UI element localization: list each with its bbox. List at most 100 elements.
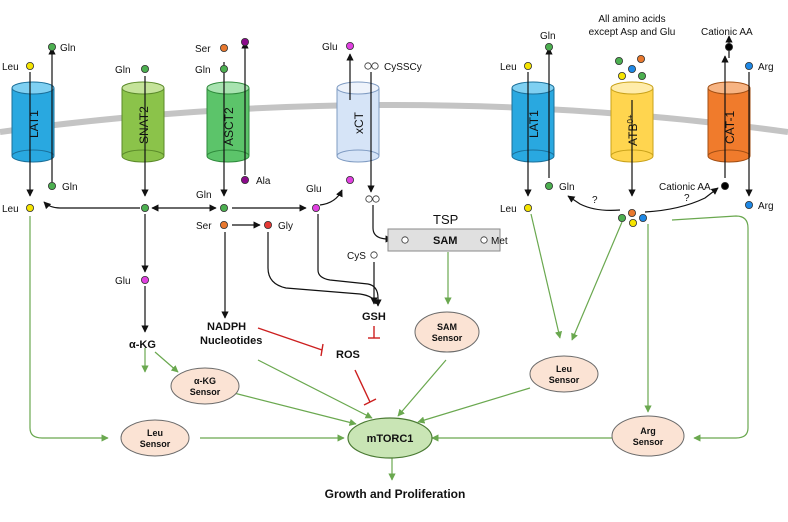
atb0-label: ATB0+ <box>626 114 640 146</box>
cys-dot <box>370 251 378 259</box>
sam-sensor: SAM Sensor <box>414 311 480 353</box>
arg-sensor: Arg Sensor <box>611 415 685 457</box>
cyssscy-dot <box>372 195 380 203</box>
cyssscy-dot <box>364 62 372 70</box>
asct2-transporter: ASCT2 <box>206 81 250 163</box>
label-cationic-aa: Cationic AA <box>701 27 753 38</box>
label-ser: Ser <box>196 221 212 232</box>
leu-sensor-left: Leu Sensor <box>120 419 190 457</box>
label-cationic-aa: Cationic AA <box>659 182 711 193</box>
tsp-dot <box>401 236 409 244</box>
asct2-label: ASCT2 <box>222 107 236 146</box>
cationic-aa-dot <box>721 181 730 190</box>
label-gln: Gln <box>115 65 131 76</box>
lat1-right-transporter: LAT1 <box>511 81 555 163</box>
glu-dot <box>311 203 320 212</box>
gln-dot <box>48 43 57 52</box>
amino-acid-dot <box>628 65 637 74</box>
glu-dot <box>345 175 354 184</box>
label-ros: ROS <box>336 349 360 361</box>
label-sam: SAM <box>433 235 457 247</box>
gln-dot <box>545 181 554 190</box>
label-gln: Gln <box>60 43 76 54</box>
svg-text:Sensor: Sensor <box>549 375 580 385</box>
met-dot <box>480 236 488 244</box>
gln-dot <box>140 203 149 212</box>
label-nucleotides: Nucleotides <box>200 335 262 347</box>
leu-dot <box>524 62 533 71</box>
label-leu: Leu <box>500 62 517 73</box>
mtorc1-complex: mTORC1 <box>347 417 433 459</box>
label-except-asp-glu: except Asp and Glu <box>589 27 676 38</box>
label-nadph: NADPH <box>207 321 246 333</box>
gln-dot <box>140 65 149 74</box>
svg-text:Leu: Leu <box>147 428 163 438</box>
ala-dot <box>240 38 249 47</box>
lat1-left-label: LAT1 <box>27 110 41 138</box>
svg-text:Sensor: Sensor <box>190 387 221 397</box>
label-ala: Ala <box>256 176 271 187</box>
label-gln: Gln <box>559 182 575 193</box>
label-ser: Ser <box>195 44 211 55</box>
cyssscy-dot <box>371 62 379 70</box>
label-question: ? <box>592 195 598 206</box>
svg-text:Sensor: Sensor <box>432 333 463 343</box>
snat2-label: SNAT2 <box>137 106 151 144</box>
label-leu: Leu <box>2 204 19 215</box>
leu-sensor-right: Leu Sensor <box>529 355 599 393</box>
amino-acid-dot <box>639 213 648 222</box>
svg-text:Leu: Leu <box>556 364 572 374</box>
amino-acid-dot <box>638 72 647 81</box>
gly-dot <box>263 220 272 229</box>
glu-dot <box>345 42 354 51</box>
amino-acid-dot <box>637 55 646 64</box>
leu-dot <box>524 203 533 212</box>
gln-dot <box>219 203 228 212</box>
xct-label: xCT <box>352 111 366 134</box>
amino-acid-dot <box>618 72 627 81</box>
gln-dot <box>48 181 57 190</box>
svg-text:Arg: Arg <box>640 426 656 436</box>
cat1-label: CAT-1 <box>723 111 737 144</box>
label-gln: Gln <box>196 190 212 201</box>
label-glu: Glu <box>306 184 322 195</box>
leu-dot <box>25 62 34 71</box>
svg-text:Sensor: Sensor <box>140 439 171 449</box>
label-gsh: GSH <box>362 311 386 323</box>
gln-dot <box>545 43 554 52</box>
svg-text:mTORC1: mTORC1 <box>367 433 414 445</box>
arg-dot <box>745 62 754 71</box>
cell-membrane <box>0 102 788 135</box>
amino-acid-dot <box>628 208 637 217</box>
lat1-left-transporter: LAT1 <box>11 81 55 163</box>
label-all-amino-acids: All amino acids <box>598 14 665 25</box>
cat1-transporter: CAT-1 <box>707 81 751 163</box>
snat2-transporter: SNAT2 <box>121 81 165 163</box>
svg-text:SAM: SAM <box>437 322 457 332</box>
label-leu: Leu <box>2 62 19 73</box>
cyssscy-dot <box>365 195 373 203</box>
label-question: ? <box>684 193 690 204</box>
ser-dot <box>219 220 228 229</box>
ser-dot <box>219 44 228 53</box>
label-leu: Leu <box>500 204 517 215</box>
label-cyssscy: CySSCy <box>384 62 422 73</box>
leu-dot <box>25 203 34 212</box>
tsp-box <box>387 228 501 252</box>
amino-acid-dot <box>629 218 638 227</box>
ala-dot <box>240 175 249 184</box>
label-tsp: TSP <box>433 212 458 227</box>
svg-text:Sensor: Sensor <box>633 437 664 447</box>
label-arg: Arg <box>758 201 774 212</box>
amino-acid-dot <box>615 57 624 66</box>
label-gln: Gln <box>195 65 211 76</box>
label-met: Met <box>491 236 508 247</box>
label-akg: α-KG <box>129 339 156 351</box>
label-gly: Gly <box>278 221 293 232</box>
label-glu: Glu <box>322 42 338 53</box>
label-cys: CyS <box>347 251 366 262</box>
xct-transporter: xCT <box>336 81 380 163</box>
svg-text:α-KG: α-KG <box>194 376 216 386</box>
glu-dot <box>140 275 149 284</box>
